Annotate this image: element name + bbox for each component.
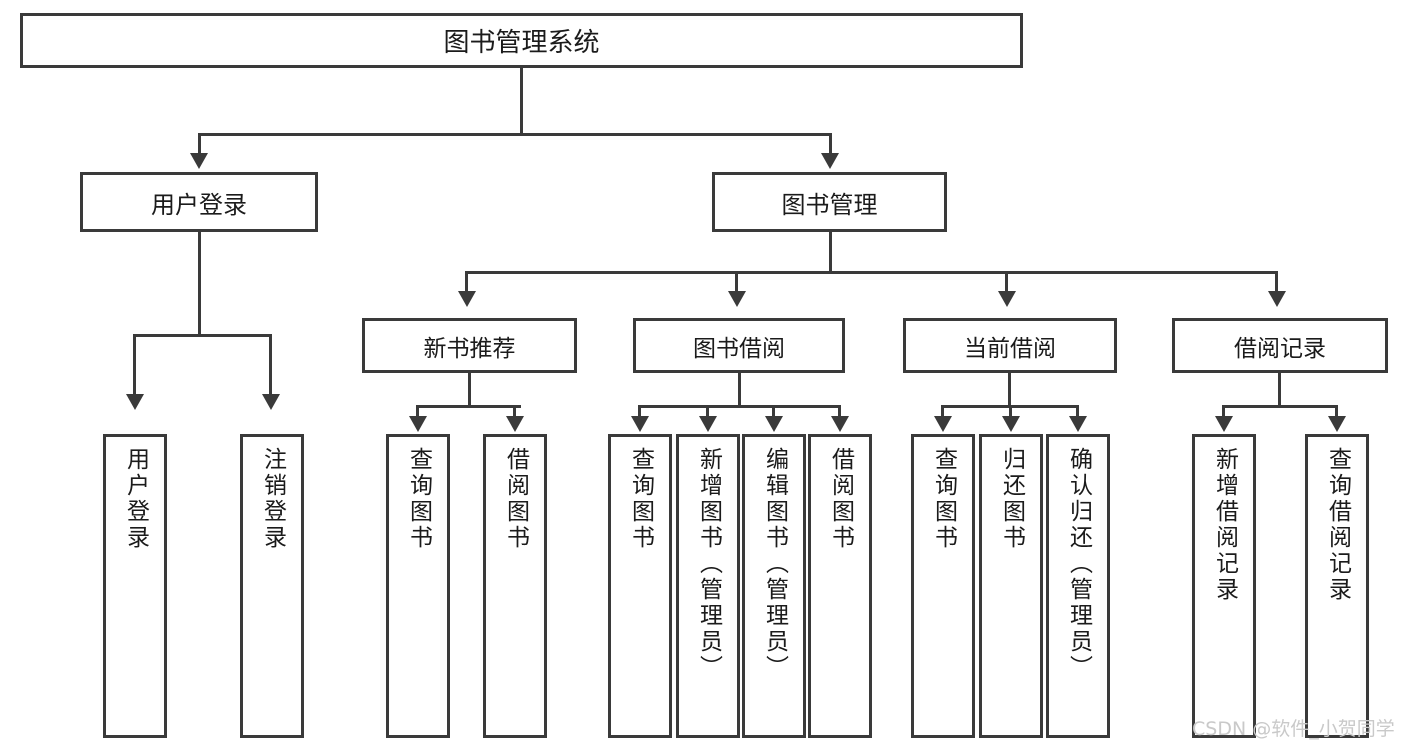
leaf-label: 新增借阅记录 [1211, 447, 1238, 603]
leaf-label: 查询图书 [930, 447, 957, 551]
arrow-cb-leaf-1 [934, 416, 952, 432]
leaf-label: 归还图书 [998, 447, 1025, 551]
node-label: 图书管理系统 [443, 28, 600, 58]
arrow-to-leaf-user-login [126, 394, 144, 410]
leaf-add-borrow-record[interactable]: 新增借阅记录 [1192, 434, 1256, 738]
arrow-bb-leaf-3 [765, 416, 783, 432]
arrow-to-user-login [190, 153, 208, 169]
leaf-label: 注销登录 [259, 447, 286, 551]
edge-bm-drop-3 [1005, 271, 1008, 293]
node-label: 用户登录 [151, 190, 247, 219]
arrow-bb-leaf-1 [631, 416, 649, 432]
edge-root-bus [198, 133, 832, 136]
leaf-label: 编辑图书（管理员） [761, 447, 788, 681]
leaf-query-book-borrow[interactable]: 查询图书 [608, 434, 672, 738]
arrow-to-current-borrow [998, 291, 1016, 307]
edge-bookmanage-bus [465, 271, 1278, 274]
leaf-user-login[interactable]: 用户登录 [103, 434, 167, 738]
edge-userlogin-bus [133, 334, 271, 337]
leaf-add-book-admin[interactable]: 新增图书（管理员） [676, 434, 740, 738]
edge-br-bus [1222, 405, 1338, 408]
arrow-br-leaf-1 [1215, 416, 1233, 432]
node-label: 当前借阅 [964, 335, 1056, 362]
leaf-label: 借阅图书 [502, 447, 529, 551]
edge-bb-bus [638, 405, 841, 408]
node-borrow-record[interactable]: 借阅记录 [1172, 318, 1388, 373]
arrow-to-borrow-record [1268, 291, 1286, 307]
edge-cb-stem [1008, 373, 1011, 407]
edge-br-drop-1 [1222, 405, 1225, 418]
node-current-borrow[interactable]: 当前借阅 [903, 318, 1117, 373]
arrow-cb-leaf-2 [1002, 416, 1020, 432]
arrow-to-leaf-logout [262, 394, 280, 410]
arrow-nbr-leaf-1 [409, 416, 427, 432]
edge-br-stem [1278, 373, 1281, 407]
arrow-bb-leaf-4 [831, 416, 849, 432]
leaf-label: 借阅图书 [827, 447, 854, 551]
node-new-book-recommend[interactable]: 新书推荐 [362, 318, 577, 373]
edge-br-drop-2 [1335, 405, 1338, 418]
arrow-bb-leaf-2 [699, 416, 717, 432]
edge-cb-drop-3 [1076, 405, 1079, 418]
node-label: 新书推荐 [423, 335, 516, 362]
leaf-edit-book-admin[interactable]: 编辑图书（管理员） [742, 434, 806, 738]
edge-bb-drop-1 [638, 405, 641, 418]
leaf-query-book-recommend[interactable]: 查询图书 [386, 434, 450, 738]
leaf-return-book[interactable]: 归还图书 [979, 434, 1043, 738]
leaf-logout[interactable]: 注销登录 [240, 434, 304, 738]
leaf-borrow-book[interactable]: 借阅图书 [808, 434, 872, 738]
node-book-borrow[interactable]: 图书借阅 [633, 318, 845, 373]
node-label: 借阅记录 [1234, 335, 1326, 362]
csdn-watermark: CSDN @软件_小贺同学 [1192, 718, 1395, 740]
edge-bb-drop-2 [706, 405, 709, 418]
edge-cb-drop-2 [1009, 405, 1012, 418]
arrow-cb-leaf-3 [1069, 416, 1087, 432]
leaf-query-book-current[interactable]: 查询图书 [911, 434, 975, 738]
edge-bookmanage-stem [829, 232, 832, 274]
leaf-label: 查询图书 [627, 447, 654, 551]
leaf-label: 查询图书 [405, 447, 432, 551]
edge-nbr-drop-1 [416, 405, 419, 418]
edge-bm-drop-4 [1275, 271, 1278, 293]
leaf-label: 用户登录 [122, 447, 149, 551]
node-book-manage[interactable]: 图书管理 [712, 172, 947, 232]
leaf-label: 新增图书（管理员） [695, 447, 722, 681]
node-user-login[interactable]: 用户登录 [80, 172, 318, 232]
edge-root-drop-1 [198, 133, 201, 157]
edge-userlogin-stem [198, 232, 201, 336]
leaf-label: 查询借阅记录 [1324, 447, 1351, 603]
edge-nbr-bus [416, 405, 521, 408]
leaf-query-borrow-record[interactable]: 查询借阅记录 [1305, 434, 1369, 738]
edge-bb-drop-4 [838, 405, 841, 418]
edge-bb-stem [738, 373, 741, 407]
leaf-label: 确认归还（管理员） [1065, 447, 1092, 681]
leaf-borrow-book-recommend[interactable]: 借阅图书 [483, 434, 547, 738]
edge-bm-drop-1 [465, 271, 468, 293]
edge-bm-drop-2 [735, 271, 738, 293]
arrow-to-book-borrow [728, 291, 746, 307]
edge-root-stem [520, 68, 523, 135]
arrow-to-new-book-recommend [458, 291, 476, 307]
node-label: 图书管理 [781, 190, 878, 219]
node-root[interactable]: 图书管理系统 [20, 13, 1023, 68]
edge-root-drop-2 [829, 133, 832, 157]
edge-cb-drop-1 [941, 405, 944, 418]
edge-userlogin-drop-1 [133, 334, 136, 396]
node-label: 图书借阅 [693, 335, 785, 362]
arrow-nbr-leaf-2 [506, 416, 524, 432]
edge-userlogin-drop-2 [269, 334, 272, 396]
arrow-to-book-manage [821, 153, 839, 169]
edge-nbr-stem [468, 373, 471, 407]
edge-nbr-drop-2 [513, 405, 516, 418]
edge-bb-drop-3 [772, 405, 775, 418]
leaf-confirm-return-admin[interactable]: 确认归还（管理员） [1046, 434, 1110, 738]
arrow-br-leaf-2 [1328, 416, 1346, 432]
